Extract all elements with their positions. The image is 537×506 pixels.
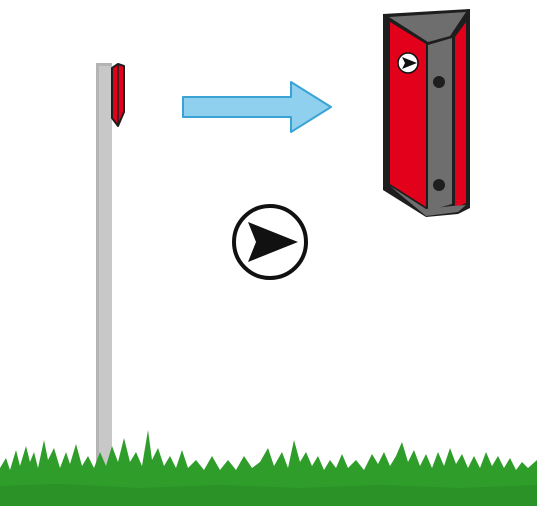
closeup-bottom: [390, 186, 466, 216]
post-edge: [96, 63, 99, 473]
magnify-arrow-shape: [182, 81, 332, 133]
closeup-top-face: [389, 12, 466, 42]
post-top: [96, 63, 112, 66]
post-reflector: [111, 63, 125, 127]
closeup-hole-bottom: [433, 179, 445, 191]
grass-blades: [0, 430, 537, 506]
magnify-arrow: [182, 81, 332, 133]
closeup-left-face: [390, 22, 426, 207]
grass-shadow: [0, 484, 537, 506]
reflector-closeup: [383, 9, 470, 217]
closeup-hole-top: [433, 76, 445, 88]
closeup-symbol-arrow: [402, 57, 417, 69]
direction-symbol: [232, 204, 308, 280]
roadside-post: [96, 63, 112, 473]
direction-symbol-arrow: [248, 222, 298, 262]
post-body: [96, 63, 112, 473]
closeup-right-face: [455, 22, 466, 208]
grass-ground: [0, 430, 537, 506]
